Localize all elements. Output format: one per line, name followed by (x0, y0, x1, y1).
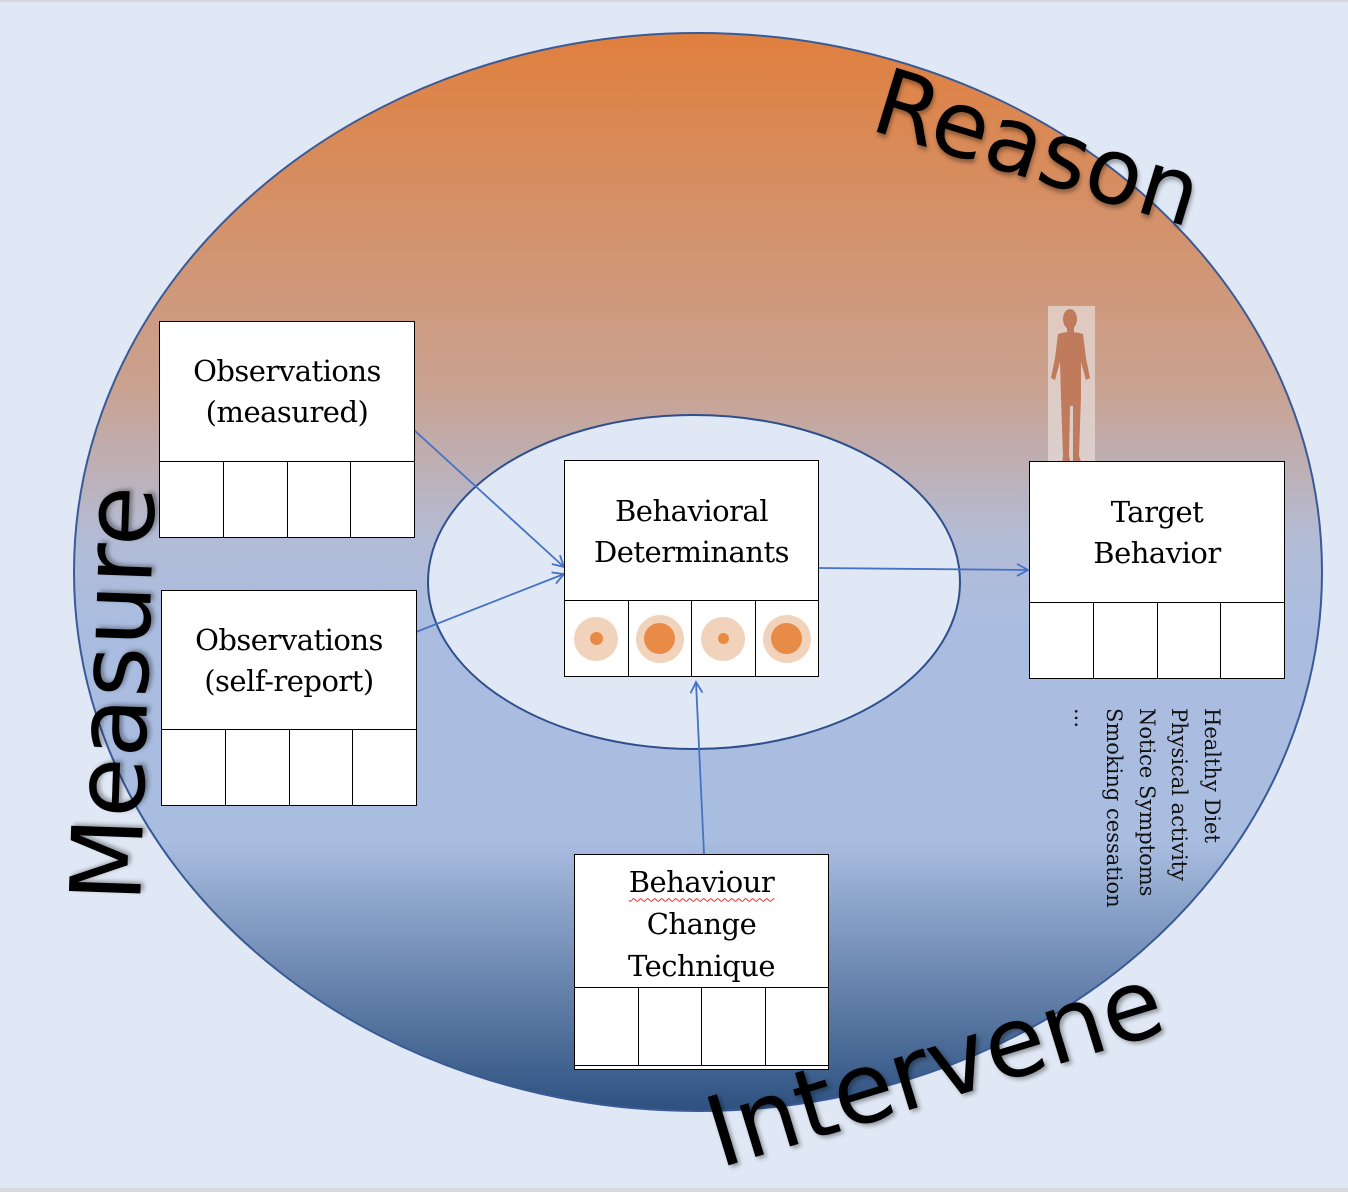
observations-self-report-line2: (self-report) (204, 664, 374, 698)
self-report-slot (352, 730, 416, 805)
determinant-indicator-cell (754, 601, 819, 676)
determinant-level-core (771, 623, 803, 654)
self-report-slot (162, 730, 225, 805)
bct-slot (701, 988, 765, 1065)
observations-measured-box[interactable]: Observations (measured) (159, 321, 415, 538)
top-border (0, 0, 1348, 2)
example-notice-symptoms: Notice Symptoms (1135, 708, 1159, 897)
target-behavior-line1: Target (1110, 495, 1204, 529)
behavioral-determinants-line2: Determinants (593, 534, 790, 569)
observations-self-report-line1: Observations (195, 623, 383, 657)
bct-slot (575, 988, 638, 1065)
target-behavior-box[interactable]: Target Behavior (1029, 461, 1285, 679)
determinant-indicator-cell (565, 601, 628, 676)
person-silhouette-icon (1048, 306, 1095, 464)
example-smoking-cessation: Smoking cessation (1102, 708, 1127, 908)
example-healthy-diet: Healthy Diet (1200, 708, 1224, 843)
determinant-level-icon (701, 616, 746, 661)
target-behavior-line2: Behavior (1093, 536, 1221, 570)
target-slot (1156, 603, 1221, 678)
determinant-level-icon (574, 616, 619, 661)
determinant-level-core (717, 633, 729, 644)
arrow-determinants-to-target (817, 563, 1030, 577)
arrow-bct-to-determinants (689, 680, 705, 855)
target-slot (1220, 603, 1284, 678)
observations-self-report-box[interactable]: Observations (self-report) (161, 590, 417, 806)
self-report-slot (288, 730, 353, 805)
behavioral-determinants-box[interactable]: Behavioral Determinants (564, 460, 819, 677)
bottom-border (0, 1188, 1348, 1192)
self-report-slot (224, 730, 289, 805)
observations-measured-line1: Observations (193, 354, 381, 388)
determinant-level-core (589, 632, 603, 645)
determinant-indicator-cell (691, 601, 755, 676)
determinant-level-icon (762, 614, 811, 663)
target-slot (1092, 603, 1157, 678)
label-measure: Measure (50, 483, 179, 904)
example-physical-activity: Physical activity (1167, 708, 1192, 882)
measured-slot (222, 462, 287, 537)
target-slot (1030, 603, 1093, 678)
determinant-level-core (644, 623, 676, 654)
determinant-level-icon (635, 614, 684, 663)
bct-line2: Change (646, 906, 757, 941)
example-ellipsis: ... (1070, 708, 1094, 729)
determinant-indicator-cell (627, 601, 692, 676)
behavioral-determinants-line1: Behavioral (615, 493, 769, 528)
arrow-measured-to-determinants (413, 429, 566, 569)
behaviour-change-technique-box[interactable]: Behaviour Change Technique (574, 854, 829, 1070)
measured-slot (160, 462, 223, 537)
arrow-selfreport-to-determinants (415, 571, 566, 633)
measured-slot (286, 462, 351, 537)
measured-slot (350, 462, 414, 537)
bct-line3: Technique (627, 948, 776, 983)
target-behavior-examples: Healthy Diet Physical activity Notice Sy… (1066, 708, 1229, 908)
bct-slot (764, 988, 829, 1065)
bct-slot (637, 988, 702, 1065)
bct-line1: Behaviour (628, 864, 775, 899)
observations-measured-line2: (measured) (205, 395, 369, 429)
